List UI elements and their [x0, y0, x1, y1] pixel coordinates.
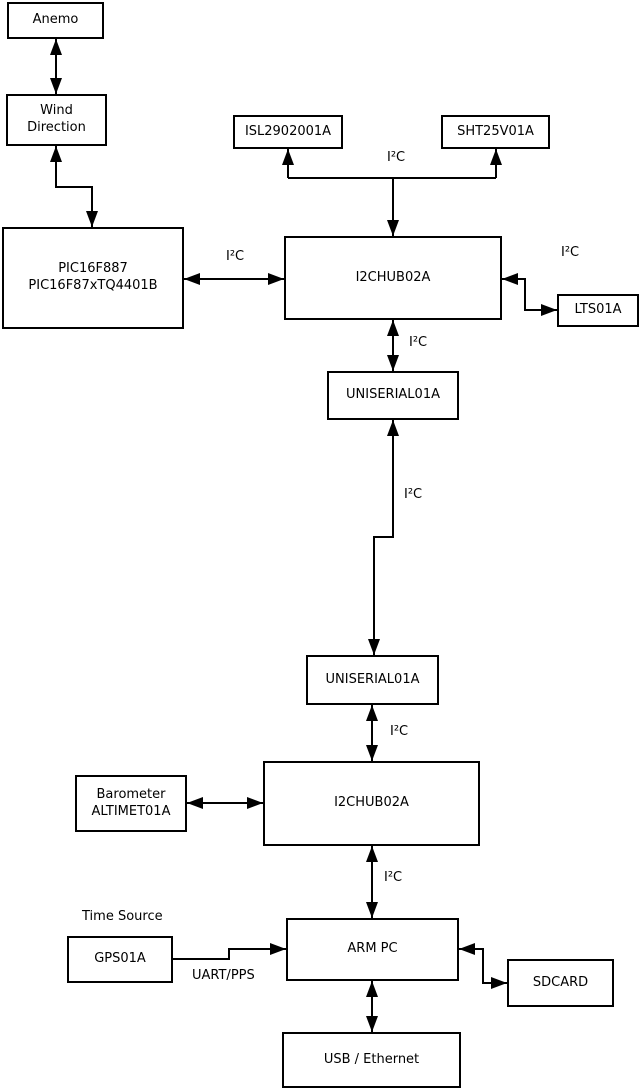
edge-label-i2c-pic-hub1: I²C [226, 249, 245, 264]
node-uniserial01a-upper: UNISERIAL01A [327, 371, 459, 420]
node-gps01a: GPS01A [67, 936, 173, 983]
node-lts01a: LTS01A [557, 294, 639, 327]
edge-hub1-lts [502, 273, 557, 316]
node-anemometer: Anemo [7, 2, 104, 39]
node-uniserial01a-lower: UNISERIAL01A [306, 655, 439, 705]
node-barometer-altimet01a: Barometer ALTIMET01A [75, 775, 187, 832]
edge-label-i2c-hub1-uni1: I²C [409, 335, 428, 350]
node-i2chub02a-upper: I2CHUB02A [284, 236, 502, 320]
annotation-time-source: Time Source [82, 909, 163, 924]
node-isl2902001a: ISL2902001A [233, 115, 343, 149]
edge-label-i2c-uni2-hub2: I²C [390, 724, 409, 739]
edge-label-i2c-top-bus: I²C [387, 150, 406, 165]
edge-arm-sdcard [459, 943, 507, 989]
edge-label-i2c-hub2-arm: I²C [384, 870, 403, 885]
node-wind-direction: Wind Direction [6, 94, 107, 146]
node-sht25v01a: SHT25V01A [441, 115, 550, 149]
node-pic16f887: PIC16F887 PIC16F87xTQ4401B [2, 227, 184, 329]
edge-label-i2c-hub1-lts: I²C [561, 245, 580, 260]
node-usb-ethernet: USB / Ethernet [282, 1032, 461, 1088]
edge-wind-pic [50, 146, 98, 227]
edge-uni1-uni2 [368, 420, 399, 655]
node-arm-pc: ARM PC [286, 918, 459, 981]
node-sdcard: SDCARD [507, 959, 614, 1007]
edge-label-i2c-uni1-uni2: I²C [404, 487, 423, 502]
edge-label-uart-pps: UART/PPS [192, 968, 255, 983]
edge-gps-arm [173, 943, 286, 960]
node-i2chub02a-lower: I2CHUB02A [263, 761, 480, 846]
